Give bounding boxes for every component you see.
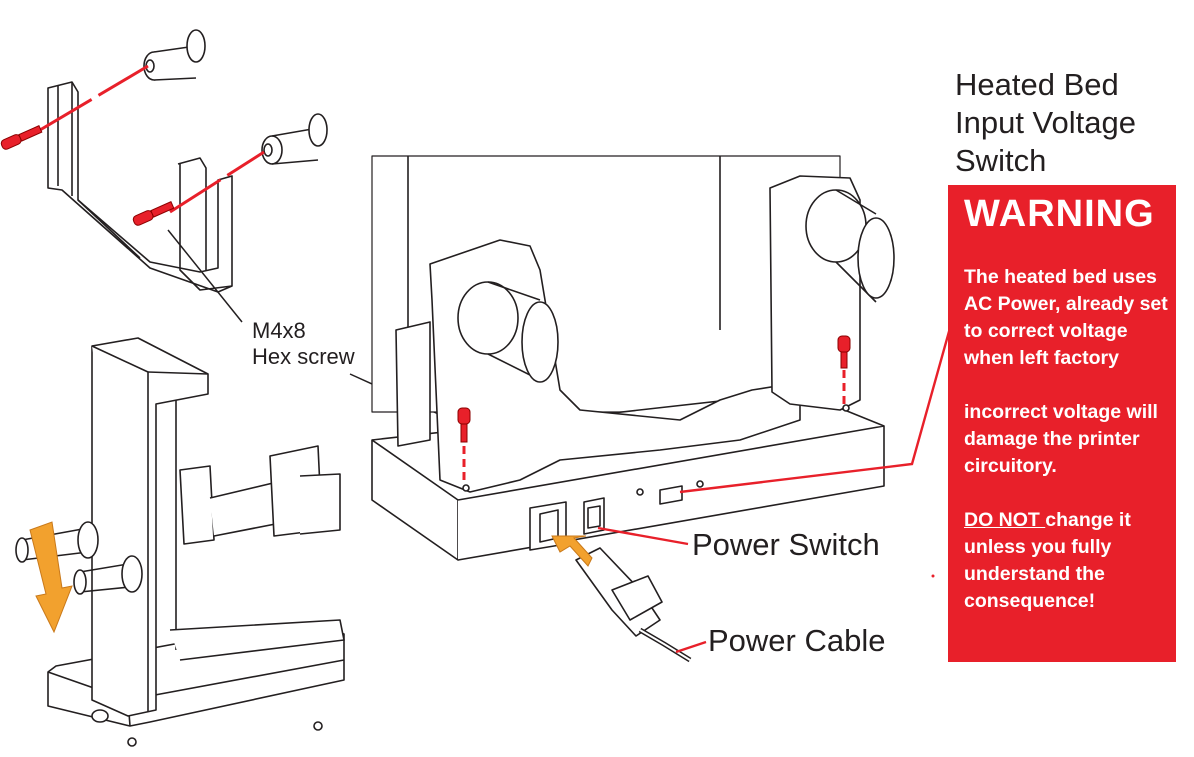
warning-box: WARNING The heated bed uses AC Power, al… bbox=[948, 185, 1176, 662]
power-plug-icon bbox=[575, 547, 692, 663]
direction-arrow-icon bbox=[29, 521, 73, 634]
voltage-switch bbox=[659, 485, 683, 505]
power-switch bbox=[583, 497, 605, 535]
warning-paragraph-ac-power: The heated bed uses AC Power, already se… bbox=[964, 266, 1168, 369]
screw-leader bbox=[167, 229, 243, 323]
hex-screw-icon bbox=[0, 123, 43, 152]
spool-holder-icon bbox=[143, 29, 206, 81]
hex-screw-icon bbox=[131, 199, 175, 228]
do-not-emphasis: DO NOT bbox=[964, 509, 1046, 531]
spool-holder-icon bbox=[261, 113, 328, 165]
hex-screw-label: M4x8 Hex screw bbox=[252, 318, 355, 369]
warning-paragraph-do-not: DO NOT change it unless you fully unders… bbox=[964, 507, 1176, 615]
direction-arrow-icon bbox=[551, 535, 593, 567]
stray-dot bbox=[931, 574, 935, 578]
printer-rear-view bbox=[371, 155, 895, 663]
power-switch-label: Power Switch bbox=[692, 527, 880, 562]
warning-paragraph-damage: incorrect voltage will damage the printe… bbox=[964, 401, 1158, 477]
warning-title: WARNING bbox=[964, 193, 1155, 235]
printer-frame bbox=[15, 337, 345, 747]
callout-lines bbox=[597, 327, 952, 654]
do-not-rest: change it unless you fully understand th… bbox=[964, 509, 1131, 612]
power-cable-label: Power Cable bbox=[708, 623, 886, 658]
hex-screw-icon bbox=[837, 335, 851, 404]
alignment-lines bbox=[39, 64, 265, 214]
hex-screw-icon bbox=[457, 407, 471, 484]
heated-bed-voltage-switch-label: Heated Bed Input Voltage Switch bbox=[955, 67, 1136, 178]
spool-bracket-exploded bbox=[47, 29, 328, 293]
